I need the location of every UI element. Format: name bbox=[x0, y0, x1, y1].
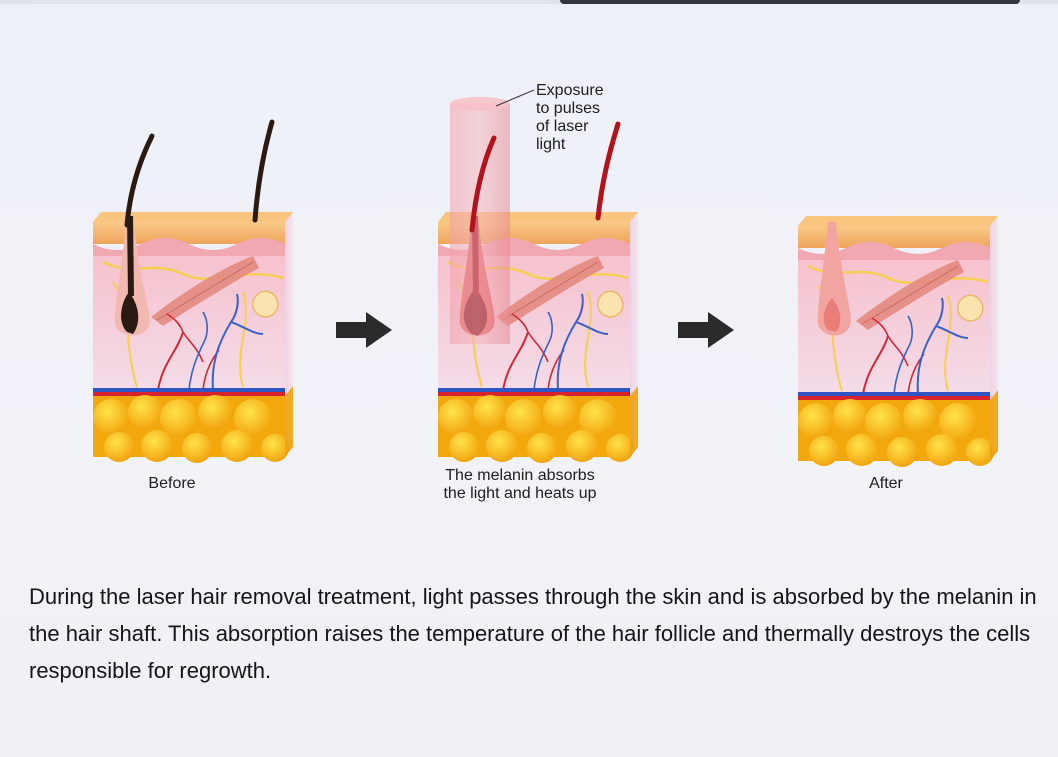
caption-before: Before bbox=[148, 475, 196, 492]
skin-block-after bbox=[796, 214, 1000, 469]
callout-leader-line bbox=[495, 89, 535, 107]
arrow-icon bbox=[336, 312, 392, 348]
hair-heated-left bbox=[469, 135, 497, 233]
top-bar bbox=[0, 0, 1058, 4]
arrow-icon bbox=[678, 312, 734, 348]
caption-after: After bbox=[869, 475, 903, 492]
laser-hair-removal-diagram bbox=[91, 89, 1000, 469]
laser-callout-label: Exposure to pulses of laser light bbox=[536, 82, 604, 153]
skin-block-before bbox=[91, 210, 295, 465]
hair-heated-right bbox=[595, 121, 621, 221]
hair-before-right bbox=[252, 119, 275, 223]
description-text: During the laser hair removal treatment,… bbox=[29, 584, 1037, 683]
laser-beam bbox=[450, 97, 510, 344]
caption-melanin: The melanin absorbs the light and heats … bbox=[443, 467, 597, 502]
hair-before-left bbox=[124, 133, 155, 228]
